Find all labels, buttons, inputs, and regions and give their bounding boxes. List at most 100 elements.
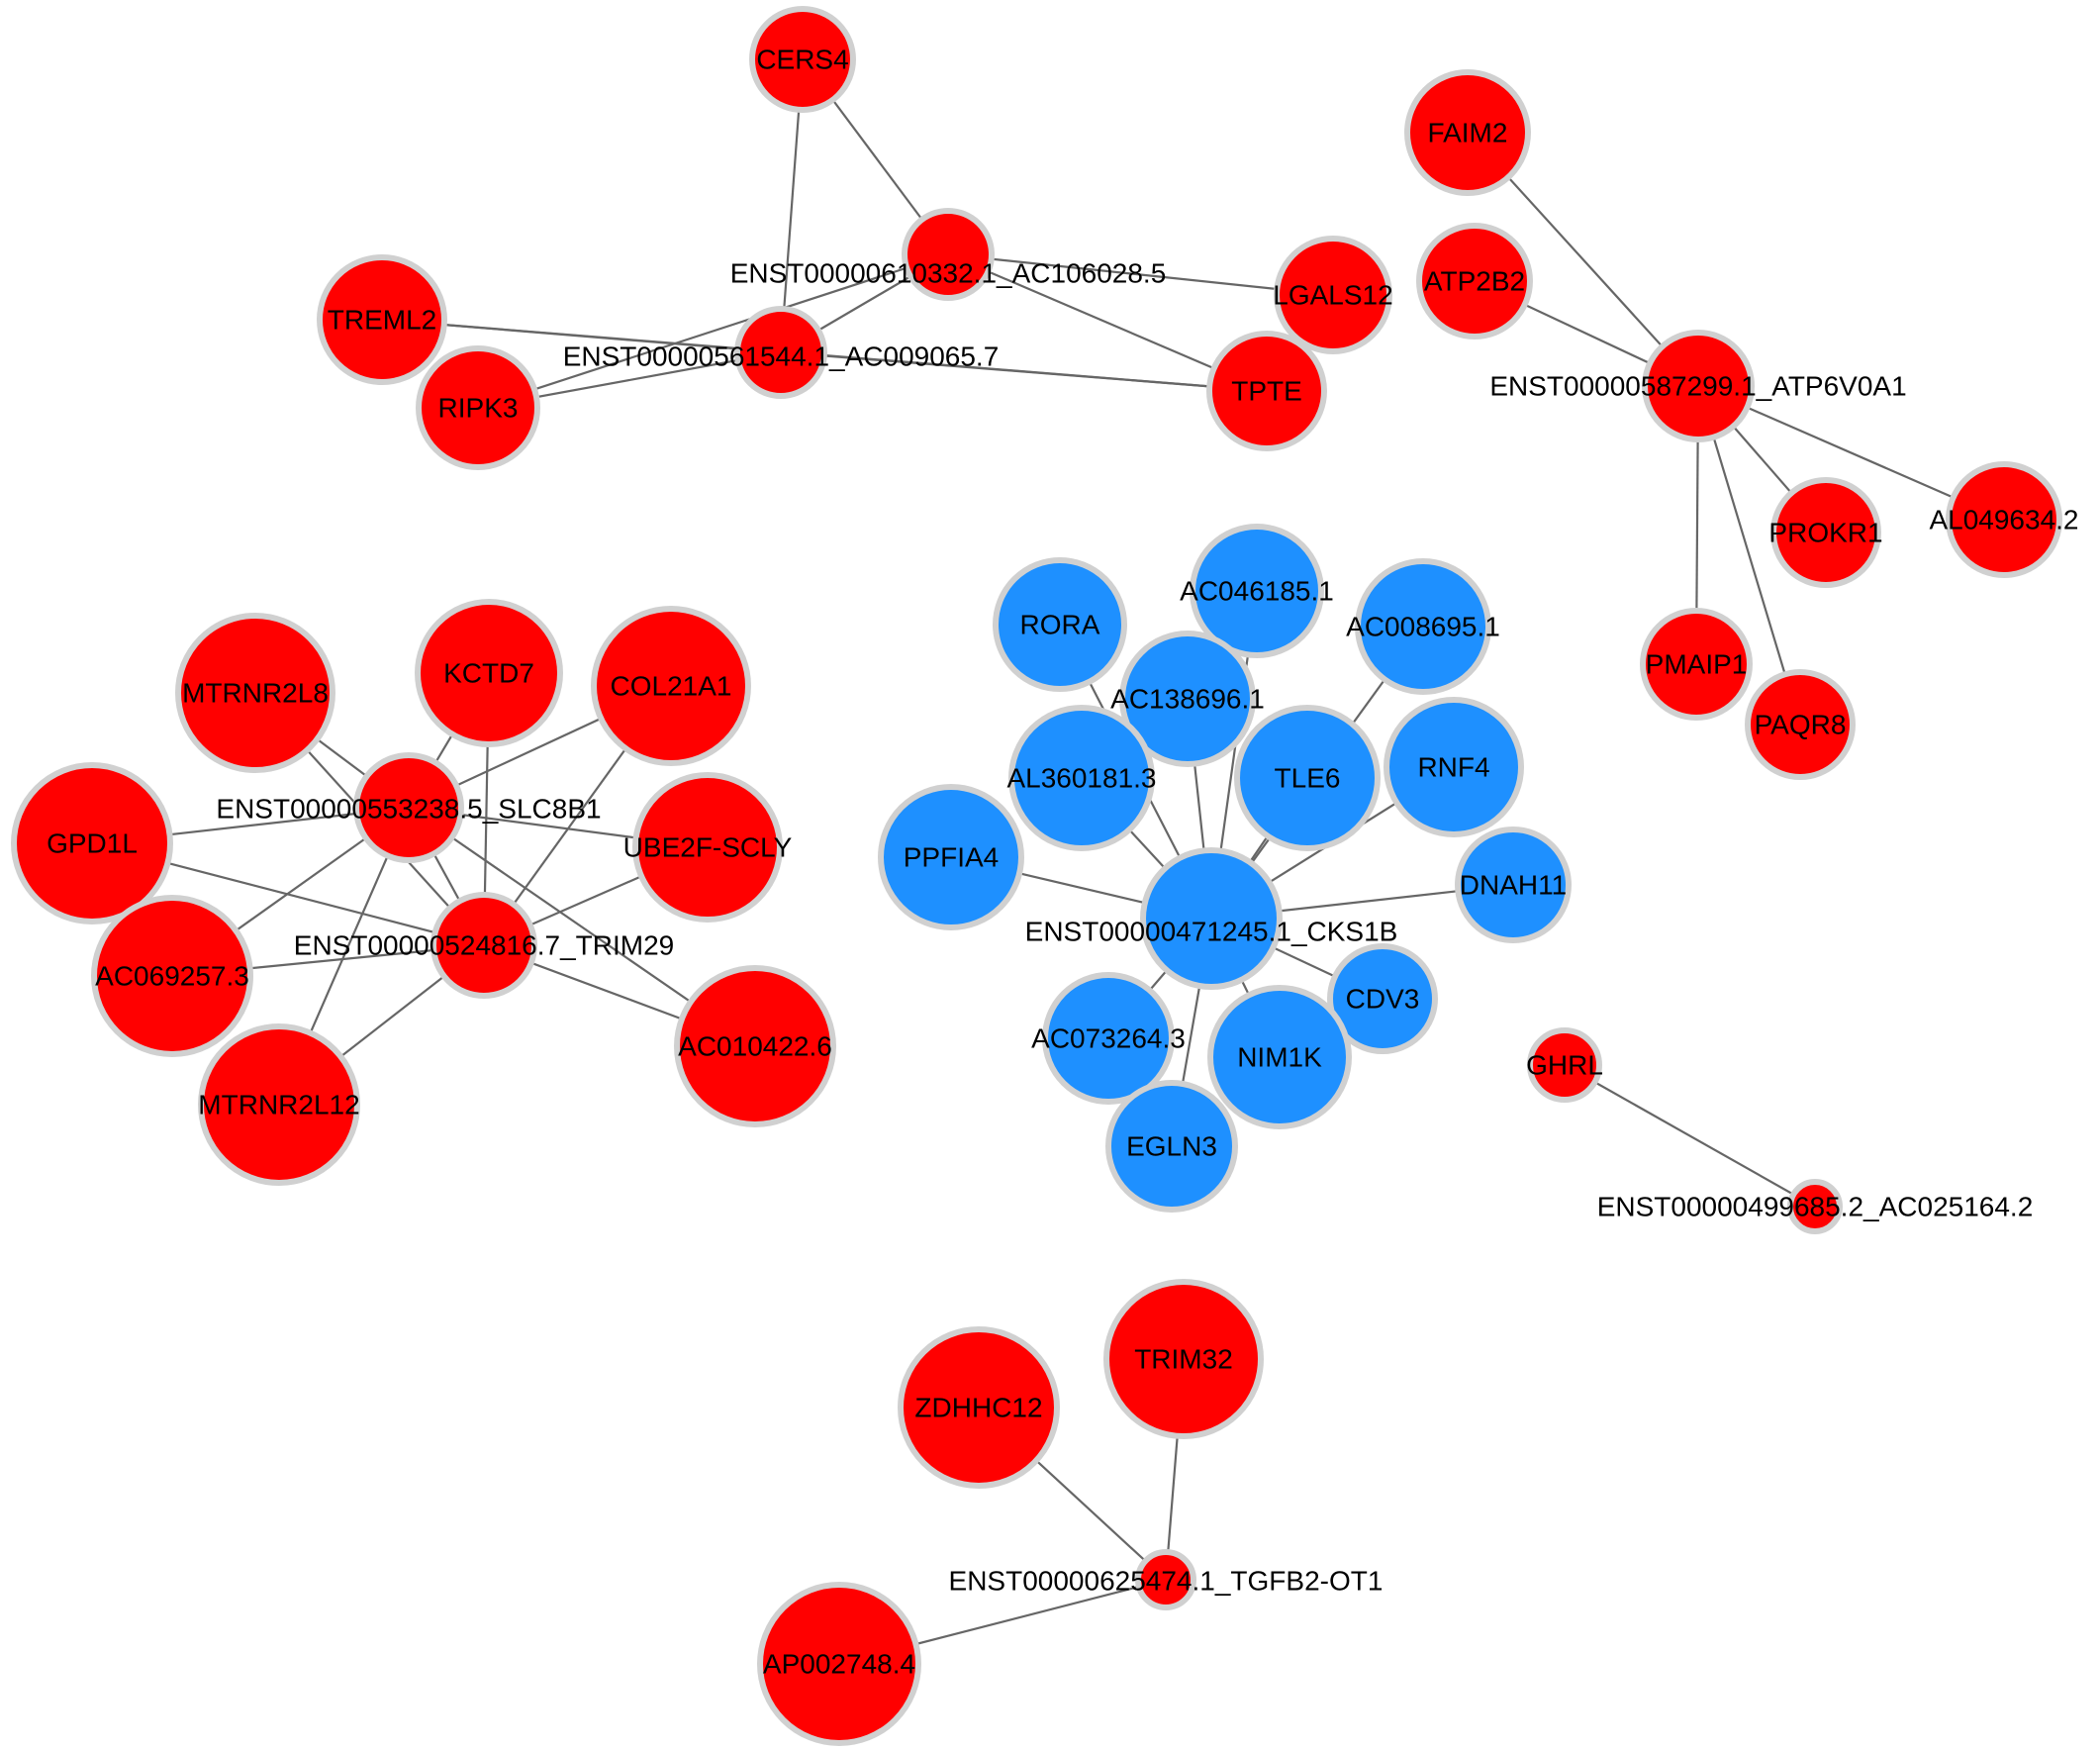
node-circle bbox=[1105, 1080, 1238, 1213]
node-label: AC138696.1 bbox=[1110, 684, 1265, 715]
node-label: DNAH11 bbox=[1460, 870, 1567, 901]
node-label: ENST00000625474.1_TGFB2-OT1 bbox=[949, 1566, 1384, 1597]
node-label: PPFIA4 bbox=[904, 842, 999, 873]
node-circle bbox=[734, 306, 827, 399]
edge-ENST610332-LGALS12 bbox=[947, 252, 1334, 297]
node-circle bbox=[878, 784, 1024, 930]
node-label: MTRNR2L12 bbox=[198, 1090, 359, 1120]
node-circle bbox=[11, 762, 173, 924]
node-circle bbox=[353, 752, 464, 863]
node-AC073264: AC073264.3 bbox=[1031, 972, 1186, 1105]
node-LGALS12: LGALS12 bbox=[1273, 236, 1393, 354]
node-RIPK3: RIPK3 bbox=[416, 345, 540, 470]
edge-ENST587299-PAQR8 bbox=[1696, 385, 1802, 726]
node-label: GHRL bbox=[1526, 1050, 1603, 1081]
node-AC046185: AC046185.1 bbox=[1180, 524, 1334, 658]
node-circle bbox=[1140, 847, 1283, 990]
node-label: TPTE bbox=[1231, 376, 1302, 407]
node-label: UBE2F-SCLY bbox=[623, 832, 793, 863]
node-circle bbox=[1384, 697, 1524, 837]
node-circle bbox=[1207, 985, 1352, 1129]
node-label: ENST00000553238.5_SLC8B1 bbox=[216, 794, 601, 825]
node-label: AC046185.1 bbox=[1180, 576, 1334, 607]
node-PAQR8: PAQR8 bbox=[1745, 669, 1856, 780]
node-label: NIM1K bbox=[1237, 1042, 1322, 1073]
node-ENST625474: ENST00000625474.1_TGFB2-OT1 bbox=[949, 1549, 1384, 1610]
node-COL21A1: COL21A1 bbox=[591, 606, 751, 766]
node-circle bbox=[1770, 477, 1881, 588]
node-circle bbox=[1404, 69, 1531, 196]
node-circle bbox=[1327, 943, 1438, 1054]
node-label: GPD1L bbox=[47, 828, 138, 859]
node-MTRNR2L8: MTRNR2L8 bbox=[175, 613, 335, 773]
node-DNAH11: DNAH11 bbox=[1455, 827, 1572, 943]
edge-GHRL-ENST499685 bbox=[1564, 1064, 1816, 1208]
node-circle bbox=[317, 254, 447, 385]
node-ENST553238: ENST00000553238.5_SLC8B1 bbox=[216, 752, 602, 863]
node-label: ENST00000561544.1_AC009065.7 bbox=[563, 341, 1000, 372]
node-circle bbox=[591, 606, 751, 766]
node-MTRNR2L12: MTRNR2L12 bbox=[198, 1023, 360, 1186]
node-PROKR1: PROKR1 bbox=[1768, 477, 1883, 588]
node-circle bbox=[632, 772, 783, 923]
node-circle bbox=[1642, 330, 1755, 442]
nodes-layer: CERS4ENST00000610332.1_AC106028.5ENST000… bbox=[11, 6, 2079, 1746]
node-label: PROKR1 bbox=[1768, 518, 1882, 548]
node-circle bbox=[1787, 1179, 1843, 1234]
node-circle bbox=[898, 1326, 1060, 1489]
node-ZDHHC12: ZDHHC12 bbox=[898, 1326, 1060, 1489]
node-circle bbox=[1206, 331, 1327, 451]
node-label: AL360181.3 bbox=[1006, 763, 1156, 794]
node-label: ENST00000524816.7_TRIM29 bbox=[294, 930, 674, 961]
node-ENST499685: ENST00000499685.2_AC025164.2 bbox=[1597, 1179, 2033, 1234]
node-label: TREML2 bbox=[328, 305, 436, 336]
node-AL049634: AL049634.2 bbox=[1929, 461, 2079, 578]
node-AC069257: AC069257.3 bbox=[91, 895, 253, 1057]
node-AC138696: AC138696.1 bbox=[1110, 631, 1265, 767]
node-RORA: RORA bbox=[993, 557, 1127, 692]
node-AC010422: AC010422.6 bbox=[674, 965, 836, 1127]
node-KCTD7: KCTD7 bbox=[415, 599, 563, 747]
node-label: ENST00000610332.1_AC106028.5 bbox=[730, 258, 1167, 289]
node-AP002748: AP002748.4 bbox=[757, 1582, 921, 1746]
node-circle bbox=[1274, 236, 1392, 354]
node-circle bbox=[674, 965, 836, 1127]
node-TPTE: TPTE bbox=[1206, 331, 1327, 451]
node-PMAIP1: PMAIP1 bbox=[1640, 608, 1753, 721]
node-CERS4: CERS4 bbox=[749, 6, 856, 113]
node-GHRL: GHRL bbox=[1526, 1027, 1603, 1103]
node-circle bbox=[1008, 705, 1155, 851]
node-label: CDV3 bbox=[1346, 984, 1420, 1015]
node-RNF4: RNF4 bbox=[1384, 697, 1524, 837]
node-label: AC008695.1 bbox=[1346, 612, 1500, 642]
node-circle bbox=[91, 895, 253, 1057]
node-circle bbox=[416, 345, 540, 470]
node-label: RNF4 bbox=[1417, 752, 1489, 783]
node-TREML2: TREML2 bbox=[317, 254, 447, 385]
node-circle bbox=[993, 557, 1127, 692]
node-label: COL21A1 bbox=[611, 671, 732, 702]
node-circle bbox=[902, 208, 995, 301]
node-circle bbox=[1640, 608, 1753, 721]
node-label: TRIM32 bbox=[1134, 1344, 1233, 1375]
node-ENST471245: ENST00000471245.1_CKS1B bbox=[1025, 847, 1398, 990]
node-label: ZDHHC12 bbox=[914, 1393, 1042, 1423]
node-circle bbox=[1416, 223, 1533, 340]
node-label: EGLN3 bbox=[1126, 1131, 1217, 1162]
node-label: AC069257.3 bbox=[95, 961, 249, 992]
node-label: MTRNR2L8 bbox=[182, 678, 329, 709]
node-circle bbox=[1042, 972, 1175, 1105]
node-label: PAQR8 bbox=[1755, 710, 1847, 740]
node-label: LGALS12 bbox=[1273, 280, 1392, 311]
node-FAIM2: FAIM2 bbox=[1404, 69, 1531, 196]
node-circle bbox=[757, 1582, 921, 1746]
node-label: ENST00000587299.1_ATP6V0A1 bbox=[1489, 371, 1906, 402]
node-circle bbox=[1946, 461, 2062, 578]
node-circle bbox=[1355, 558, 1491, 695]
node-label: ENST00000471245.1_CKS1B bbox=[1025, 917, 1398, 947]
node-label: CERS4 bbox=[756, 45, 848, 75]
node-CDV3: CDV3 bbox=[1327, 943, 1438, 1054]
node-label: RIPK3 bbox=[438, 393, 519, 424]
node-NIM1K: NIM1K bbox=[1207, 985, 1352, 1129]
